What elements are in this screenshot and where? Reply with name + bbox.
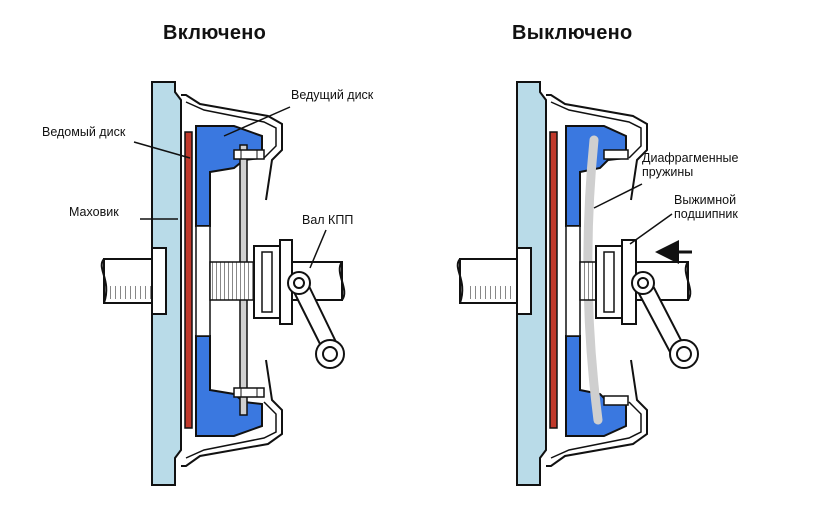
driven-disc-lining bbox=[184, 131, 193, 429]
clutch-disengaged bbox=[456, 81, 699, 486]
label-diaphragm-springs: Диафрагменные пружины bbox=[642, 151, 738, 179]
clutch-engaged bbox=[100, 81, 346, 486]
label-release-bearing-line2: подшипник bbox=[674, 207, 738, 221]
title-disengaged: Выключено bbox=[512, 22, 633, 44]
engine-shaft bbox=[456, 247, 532, 315]
pressure-plate-top bbox=[195, 125, 263, 227]
rivet-top bbox=[233, 149, 265, 160]
title-engaged: Включено bbox=[163, 22, 267, 44]
label-release-bearing-line1: Выжимной bbox=[674, 193, 737, 207]
clutch-cover bbox=[181, 94, 283, 467]
rivet-bottom bbox=[233, 387, 265, 398]
release-bearing bbox=[595, 239, 637, 325]
label-diaphragm-springs-line2: пружины bbox=[642, 165, 694, 179]
leader-driven-disc bbox=[133, 141, 191, 159]
label-diaphragm-springs-line1: Диафрагменные bbox=[642, 151, 739, 165]
label-driven-disc: Ведомый диск bbox=[42, 125, 126, 139]
label-release-bearing: Выжимной подшипник bbox=[674, 193, 738, 221]
release-bearing bbox=[253, 239, 293, 325]
label-drive-disc: Ведущий диск bbox=[291, 88, 374, 102]
leader-release-bearing bbox=[629, 213, 673, 245]
engine-shaft bbox=[100, 247, 167, 315]
clutch-cover bbox=[546, 94, 648, 467]
driven-disc-lining bbox=[549, 131, 558, 429]
label-gearbox-shaft: Вал КПП bbox=[302, 213, 354, 227]
label-flywheel: Маховик bbox=[69, 205, 119, 219]
rivet-top bbox=[603, 149, 629, 160]
rivet-bottom bbox=[603, 395, 629, 406]
leader-diaphragm-springs bbox=[593, 183, 643, 209]
leader-drive-disc bbox=[223, 106, 291, 137]
release-fork bbox=[631, 271, 699, 369]
pressure-plate-bottom bbox=[195, 335, 263, 437]
release-fork bbox=[287, 271, 345, 369]
leader-gearbox-shaft bbox=[309, 229, 327, 269]
